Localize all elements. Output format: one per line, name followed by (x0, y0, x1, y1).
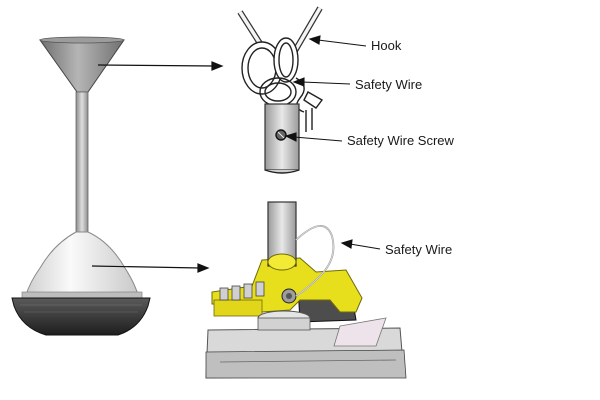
downrod (75, 91, 89, 233)
pointer-arrows-left (91, 61, 224, 273)
clamp-ring (267, 253, 297, 271)
label-arrows-top (284, 35, 367, 142)
arrow-head (284, 132, 297, 142)
hook-detail (237, 6, 324, 174)
safety-wire-loop (273, 37, 299, 83)
label-safety-wire-top: Safety Wire (355, 77, 423, 92)
fan-base (11, 297, 151, 336)
canopy (39, 39, 125, 93)
pipe-bottom (264, 169, 300, 174)
bracket-detail (205, 201, 407, 379)
arrow-hook (317, 39, 367, 47)
bracket-flap (333, 317, 387, 347)
fan-assembly (11, 36, 151, 336)
canopy-top (39, 36, 125, 44)
arrow-safety-wire-screw (293, 136, 343, 142)
bracket-side (213, 299, 263, 317)
wire-tag (303, 91, 324, 109)
bracket-bolts (219, 281, 265, 301)
label-safety-wire-bottom: Safety Wire (385, 242, 453, 257)
motor-plate-lower (205, 349, 407, 379)
label-safety-wire-screw: Safety Wire Screw (347, 133, 454, 148)
label-hook: Hook (371, 38, 402, 53)
label-arrows-bottom (340, 239, 381, 250)
arrow-head (308, 35, 321, 45)
arrow-to-bracket-detail (91, 265, 201, 269)
wire-end (305, 108, 313, 132)
safety-wire-loop-inner (278, 42, 294, 78)
motor-housing (25, 231, 139, 296)
arrow-head (292, 77, 305, 87)
fan-rim (21, 291, 143, 299)
arrow-head (211, 61, 224, 71)
arrow-head (197, 263, 210, 273)
arrow-safety-wire-top (301, 81, 351, 85)
arrow-head (340, 239, 353, 249)
arrow-to-hook-detail (97, 64, 215, 67)
arrow-safety-wire-bottom (349, 243, 381, 250)
